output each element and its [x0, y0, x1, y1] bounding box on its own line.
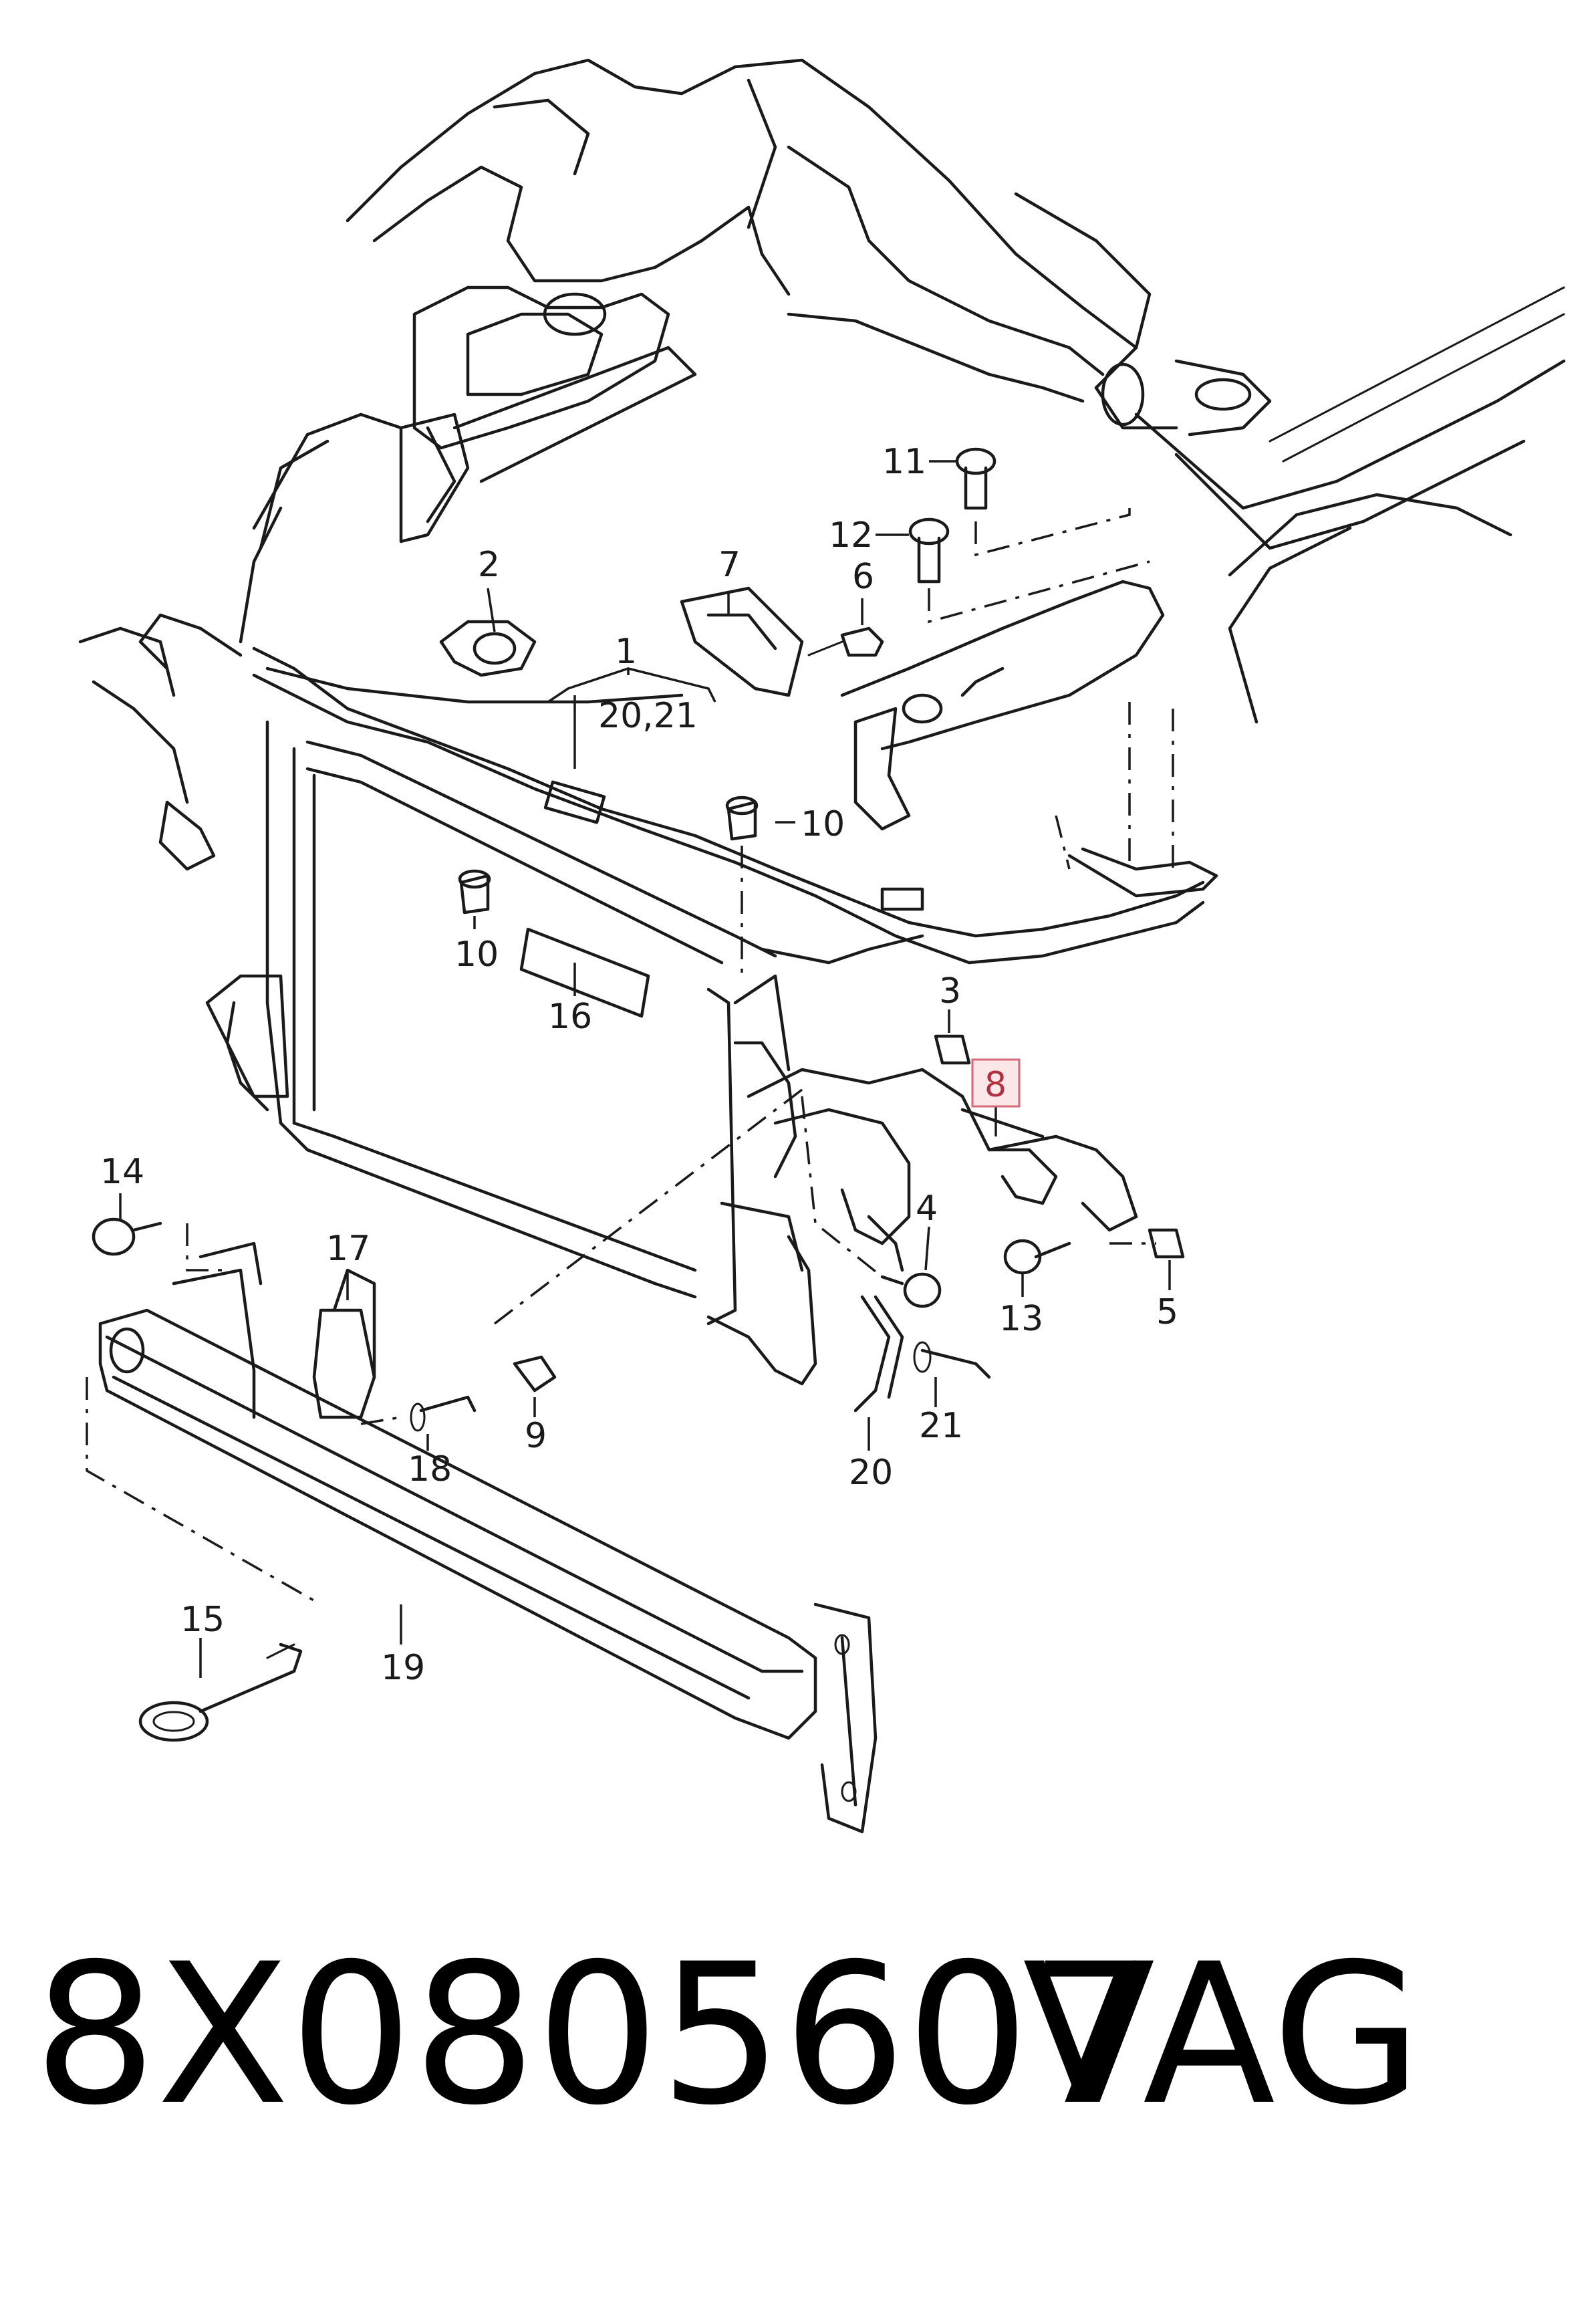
body-structure — [239, 58, 1566, 724]
callouts: 11 12 6 7 2 1 20,21 10 10 16 3 8 4 13 5 … — [100, 442, 1178, 1688]
callout-17: 17 — [326, 1229, 370, 1269]
callout-12: 12 — [829, 515, 873, 556]
part-number: 8X0805607 — [33, 1923, 1153, 2148]
fasteners — [92, 447, 1185, 1742]
callout-4: 4 — [916, 1189, 938, 1229]
callout-15: 15 — [180, 1600, 225, 1640]
callout-5: 5 — [1156, 1292, 1178, 1332]
callout-16: 16 — [548, 997, 592, 1037]
callout-3: 3 — [939, 971, 961, 1011]
footer: 8X0805607 VAG — [33, 1939, 1571, 2206]
callout-10-lower: 10 — [454, 935, 499, 975]
callout-1-sub: 20,21 — [598, 696, 698, 736]
lock-carrier — [78, 613, 1205, 1386]
brand-label: VAG — [1023, 1923, 1422, 2148]
leader-lines — [119, 460, 1171, 1678]
callout-14: 14 — [100, 1152, 144, 1192]
callout-21: 21 — [919, 1406, 963, 1446]
callout-9: 9 — [525, 1416, 547, 1456]
cross-member-19 — [98, 1241, 878, 1834]
assembly-lines — [86, 508, 1174, 1606]
callout-20: 20 — [849, 1453, 893, 1493]
callout-8: 8 — [984, 1065, 1007, 1105]
bracket-8 — [747, 1068, 1138, 1272]
callout-11: 11 — [882, 442, 926, 482]
callout-2: 2 — [478, 545, 500, 585]
callout-6: 6 — [852, 557, 874, 597]
callout-13: 13 — [999, 1299, 1043, 1339]
callout-7: 7 — [718, 545, 741, 585]
callout-1: 1 — [615, 632, 637, 672]
highlight-box-8 — [971, 1058, 1021, 1108]
callout-18: 18 — [408, 1449, 452, 1489]
callout-10-upper: 10 — [801, 804, 845, 844]
callout-19: 19 — [381, 1648, 425, 1688]
bumper-mount-right — [840, 580, 1218, 898]
